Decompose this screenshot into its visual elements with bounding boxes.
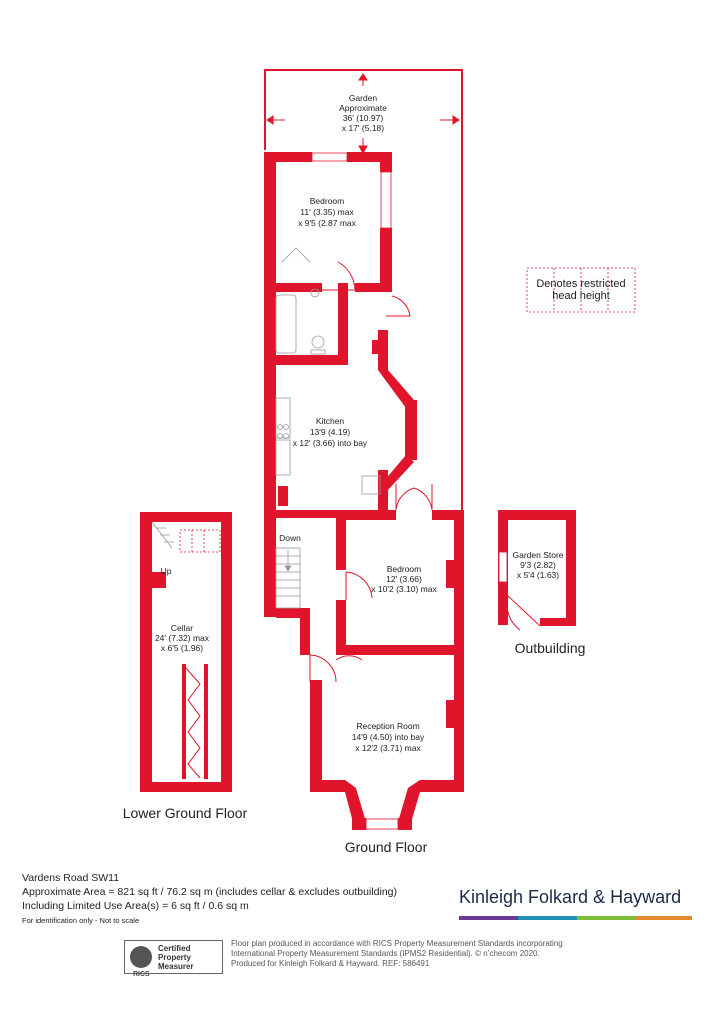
- stairs-down-label: Down: [279, 533, 301, 543]
- bedroom-mid-dim-2: x 10'2 (3.10) max: [371, 584, 437, 594]
- disclaimer-line-2: International Property Measurement Stand…: [231, 949, 540, 958]
- outbuilding-door: [506, 595, 541, 631]
- fixtures: [275, 247, 381, 495]
- brand-bar-green: [577, 916, 636, 920]
- brand-bar-blue: [518, 916, 577, 920]
- cellar-stairs: [151, 521, 221, 553]
- bedroom-mid-dim-1: 12' (3.66): [386, 574, 422, 584]
- disclaimer-line-1: Floor plan produced in accordance with R…: [231, 939, 563, 948]
- garden-store-dim-2: x 5'4 (1.63): [517, 570, 559, 580]
- outbuilding-window: [498, 551, 508, 583]
- badge-line-2: Property: [158, 952, 191, 962]
- stairs-ground: [275, 547, 301, 609]
- legend-line-1: Denotes restricted: [536, 278, 625, 290]
- kitchen-dim-1: 13'9 (4.19): [310, 427, 351, 437]
- bedroom-rear-dim-2: x 9'5 (2.87 max: [298, 218, 357, 228]
- footer-address: Vardens Road SW11: [22, 872, 120, 884]
- reception-dim-2: x 12'2 (3.71) max: [355, 743, 421, 753]
- garden-dim-2: x 17' (5.18): [342, 123, 384, 133]
- bedroom-rear-label: Bedroom: [310, 196, 345, 206]
- brand-bar-orange: [636, 916, 692, 920]
- garden-arrows: [266, 73, 460, 155]
- outbuilding-title: Outbuilding: [515, 640, 586, 656]
- kitchen-label: Kitchen: [316, 416, 345, 426]
- legend-line-2: head height: [552, 290, 610, 302]
- rics-logo-text: RICS: [133, 971, 150, 978]
- reception-dim-1: 14'9 (4.50) into bay: [352, 732, 425, 742]
- footer-note: For identification only - Not to scale: [22, 916, 140, 925]
- disclaimer-line-3: Produced for Kinleigh Folkard & Hayward.…: [231, 959, 430, 968]
- door-swings: [309, 261, 433, 683]
- badge-text: Certified Property Measurer: [158, 944, 194, 971]
- rics-logo-icon: RICS: [130, 946, 152, 978]
- footer-limited-area: Including Limited Use Area(s) = 6 sq ft …: [22, 900, 249, 912]
- cellar-dim-2: x 6'5 (1.96): [161, 643, 203, 653]
- bedroom-rear-dim-1: 11' (3.35) max: [300, 207, 354, 217]
- cellar-label: Cellar: [171, 623, 193, 633]
- cellar-partitions: [182, 664, 208, 779]
- reception-label: Reception Room: [356, 721, 419, 731]
- agent-brand-name: Kinleigh Folkard & Hayward: [459, 887, 682, 907]
- ground-floor-walls: [264, 152, 464, 830]
- brand-bar-purple: [459, 916, 518, 920]
- windows: [311, 152, 399, 830]
- garden-store-dim-1: 9'3 (2.82): [520, 560, 556, 570]
- garden-store-label: Garden Store: [512, 550, 563, 560]
- kitchen-dim-2: x 12' (3.66) into bay: [293, 438, 368, 448]
- badge-line-3: Measurer: [158, 961, 194, 971]
- legend-box: [526, 267, 636, 313]
- garden-label: Garden: [349, 93, 378, 103]
- cellar-walls: [140, 512, 232, 792]
- garden-label-2: Approximate: [339, 103, 387, 113]
- bedroom-mid-label: Bedroom: [387, 564, 422, 574]
- cellar-dim-1: 24' (7.32) max: [155, 633, 210, 643]
- footer-area: Approximate Area = 821 sq ft / 76.2 sq m…: [22, 886, 397, 898]
- cellar-zigzag: [185, 667, 201, 779]
- garden-outline: [264, 69, 463, 510]
- badge-line-1: Certified: [158, 943, 191, 953]
- lower-ground-floor-title: Lower Ground Floor: [123, 805, 248, 821]
- footer-disclaimer: Floor plan produced in accordance with R…: [231, 939, 563, 969]
- garden-dim-1: 36' (10.97): [343, 113, 384, 123]
- stairs-up-label: Up: [161, 566, 172, 576]
- rics-certified-badge: RICS Certified Property Measurer: [124, 940, 223, 978]
- ground-floor-title: Ground Floor: [345, 839, 428, 855]
